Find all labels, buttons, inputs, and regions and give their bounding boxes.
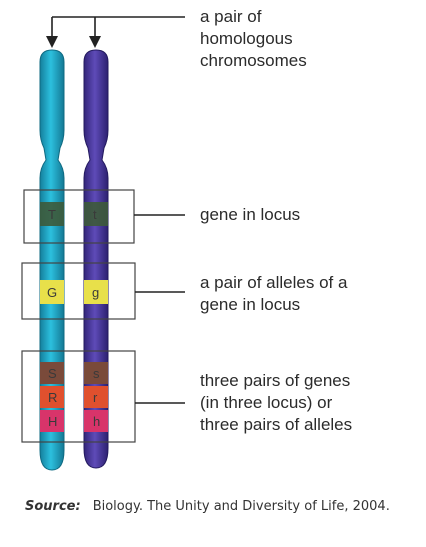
allele-right-5: h: [93, 414, 100, 429]
allele-left-2: G: [47, 285, 57, 300]
label-allele-pair: a pair of alleles of a gene in locus: [200, 273, 348, 314]
band-left-S: [40, 362, 64, 384]
band-left-H: [40, 410, 64, 432]
right-allele-bands: [84, 202, 108, 432]
allele-left-1: T: [48, 207, 56, 222]
pointer-lines: [134, 214, 185, 404]
label-gene-in-locus: gene in locus: [200, 205, 301, 224]
label-three-pairs: three pairs of genes (in three locus) or…: [200, 371, 353, 434]
gene-locus-box: [23, 189, 135, 244]
allele-pair-box: [21, 262, 136, 320]
allele-letters: T G S R H t g s r h: [47, 207, 100, 429]
chromosome-diagram: T G S R H t g s r h: [21, 16, 185, 471]
allele-left-3: S: [48, 366, 57, 381]
source-key: Source:: [25, 499, 81, 514]
band-right-t: [84, 202, 108, 226]
band-left-T: [40, 202, 64, 226]
allele-left-4: R: [48, 390, 57, 405]
band-left-R: [40, 386, 64, 408]
allele-right-4: r: [93, 390, 98, 405]
band-left-G: [40, 280, 64, 304]
three-pairs-box: [21, 350, 136, 443]
allele-right-2: g: [92, 285, 99, 300]
band-right-h: [84, 410, 108, 432]
label-homologous-chromosomes: a pair of homologous chromosomes: [200, 7, 307, 70]
allele-right-3: s: [93, 366, 100, 381]
source-citation: Source: Biology. The Unity and Diversity …: [25, 497, 420, 516]
left-allele-bands: [40, 202, 64, 432]
homologous-bracket-arrow: [46, 16, 185, 48]
allele-right-1: t: [93, 207, 97, 222]
band-right-r: [84, 386, 108, 408]
band-right-s: [84, 362, 108, 384]
source-text: Biology. The Unity and Diversity of Life…: [92, 499, 390, 514]
allele-left-5: H: [48, 414, 57, 429]
band-right-g: [84, 280, 108, 304]
locus-boxes: [21, 189, 136, 443]
